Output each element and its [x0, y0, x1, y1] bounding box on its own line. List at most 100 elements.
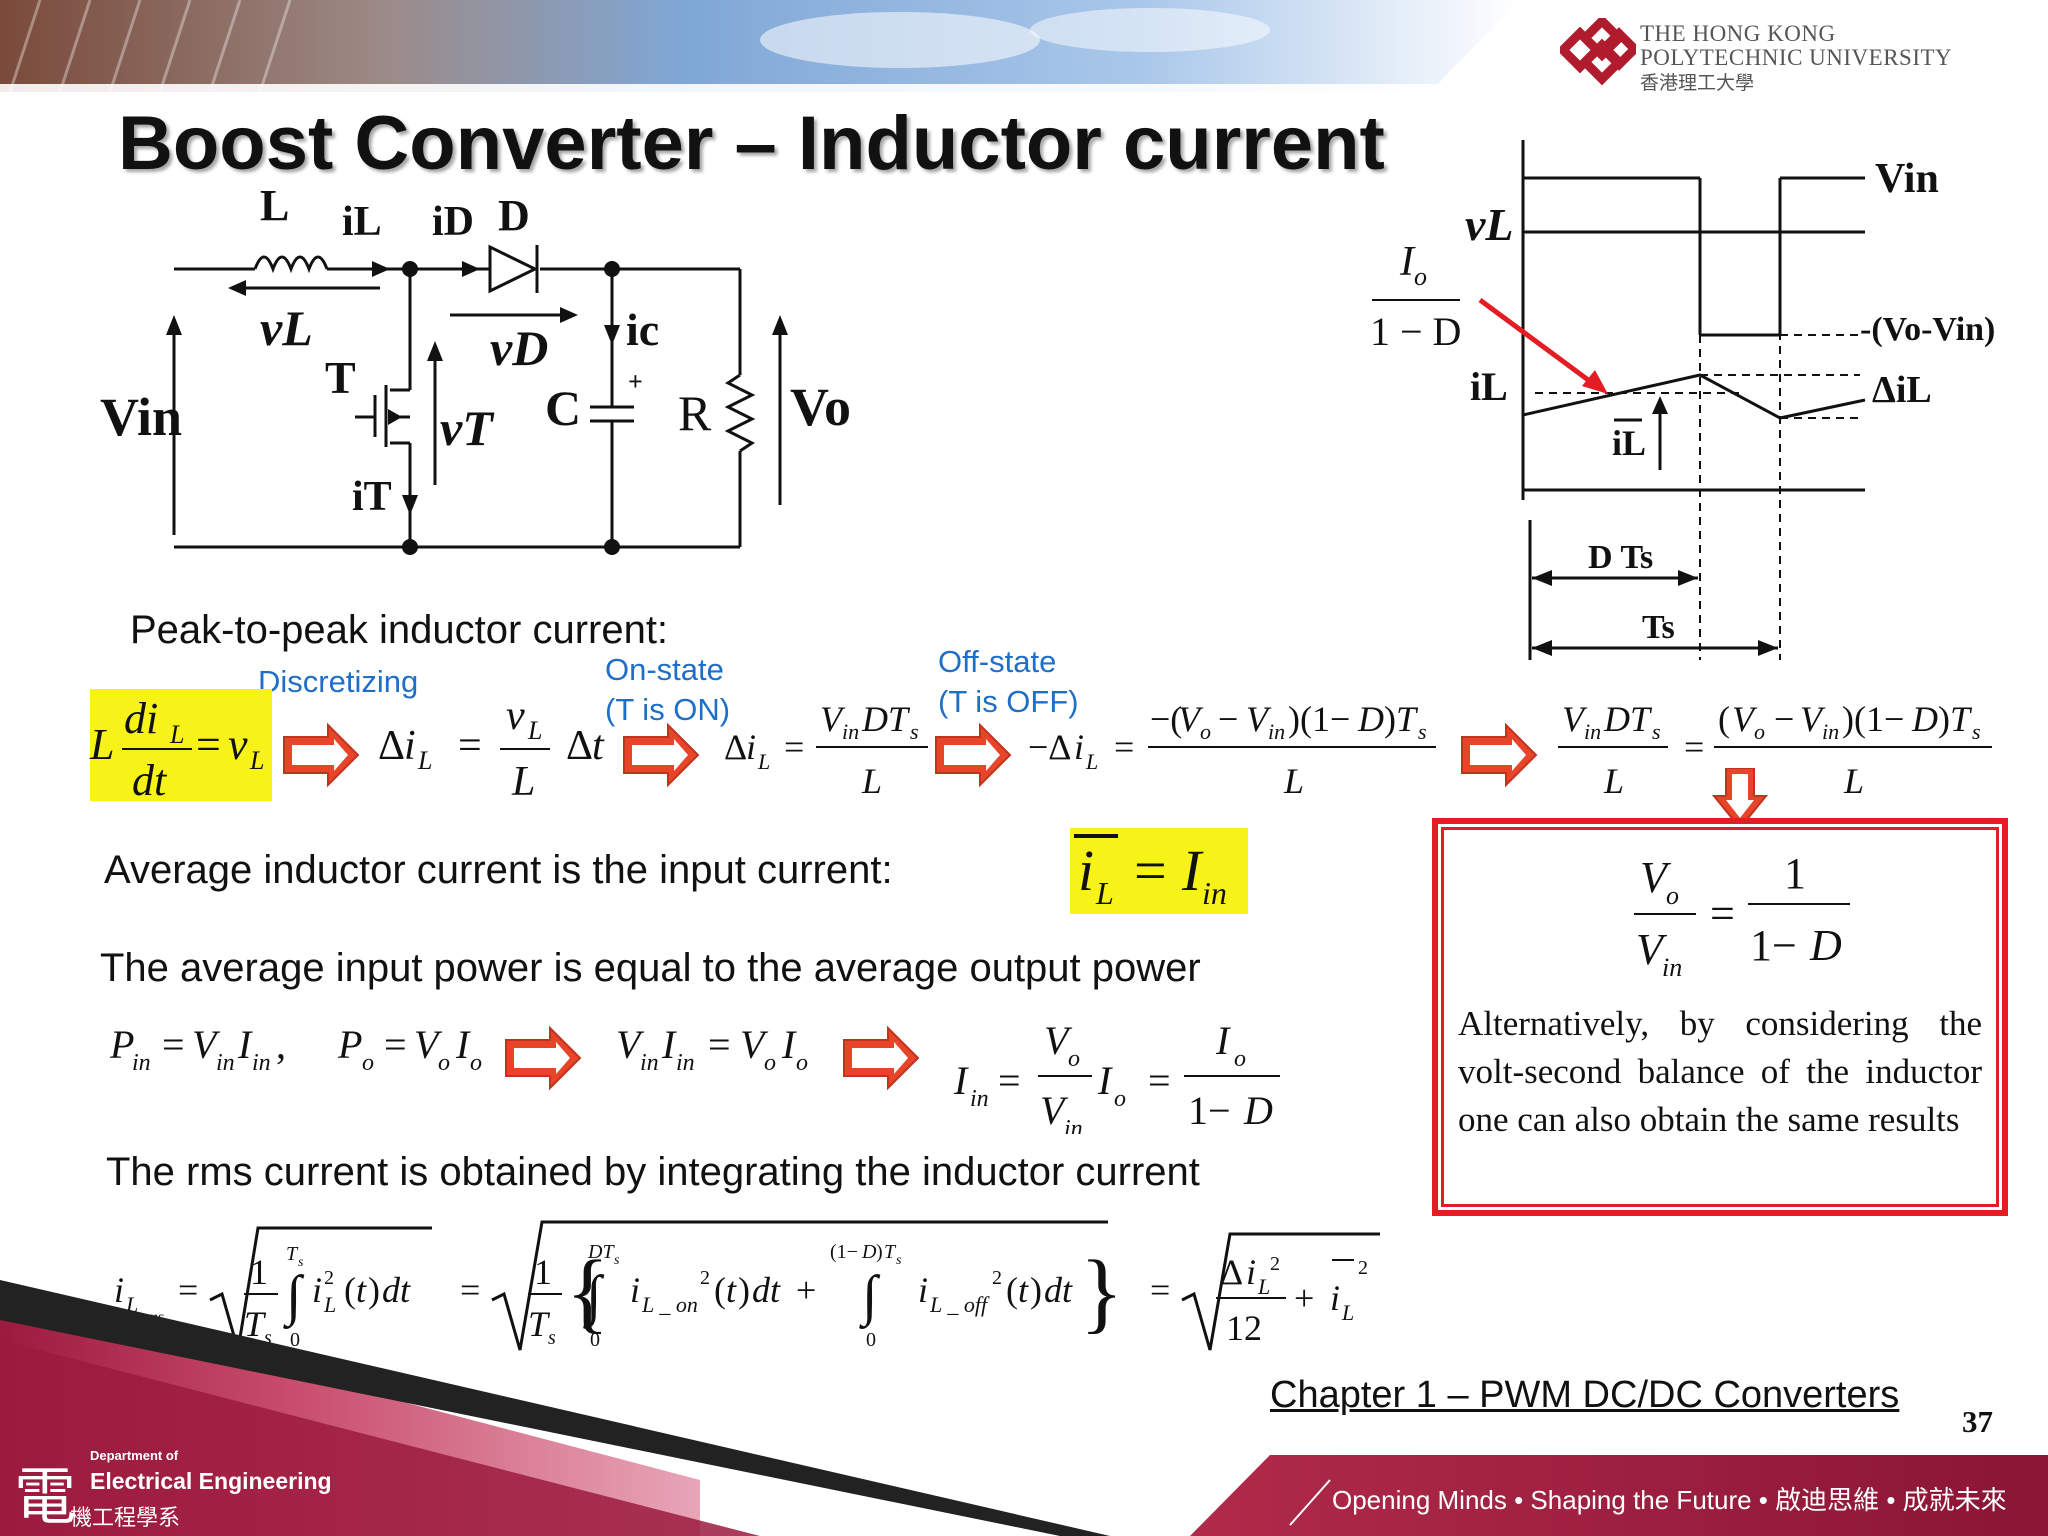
rms-current-heading: The rms current is obtained by integrati…: [106, 1150, 1200, 1194]
wf-label-vL: vL: [1465, 199, 1514, 250]
label-Vo: Vo: [790, 377, 851, 437]
svg-text:t: t: [726, 1270, 737, 1310]
wf-label-iL-avg: iL: [1612, 423, 1646, 463]
svg-text:(1−: (1−: [830, 1241, 858, 1263]
svg-text:}: }: [1080, 1243, 1123, 1342]
svg-text:I: I: [781, 1022, 797, 1067]
wf-io-num: I: [1399, 239, 1416, 285]
svg-text:v: v: [228, 720, 248, 769]
svg-text:2: 2: [1358, 1257, 1368, 1279]
svg-text:=: =: [384, 1022, 407, 1067]
svg-text:Δ: Δ: [1220, 1252, 1243, 1292]
svg-text:L: L: [527, 716, 542, 745]
svg-text:T: T: [286, 1243, 299, 1265]
svg-text:in: in: [676, 1050, 695, 1076]
wf-label-iL: iL: [1470, 364, 1508, 409]
svg-text:0: 0: [866, 1329, 876, 1351]
boost-circuit-diagram: L iL iD D vL vD ic T vT iT C R Vin Vo +: [100, 185, 851, 555]
svg-text:=: =: [1134, 838, 1167, 903]
svg-text:DT: DT: [587, 1241, 615, 1263]
svg-text:T: T: [1950, 699, 1973, 739]
svg-text:i: i: [1330, 1278, 1340, 1318]
label-vT: vT: [440, 400, 495, 456]
page-number: 37: [1962, 1404, 1993, 1439]
svg-text:): ): [1384, 699, 1396, 739]
svg-text:(: (: [1006, 1270, 1018, 1310]
svg-text:o: o: [1754, 719, 1765, 744]
svg-text:I: I: [953, 1058, 969, 1103]
svg-text:=: =: [1710, 889, 1735, 938]
svg-text:−: −: [1774, 699, 1794, 739]
svg-text:o: o: [796, 1050, 808, 1076]
waveform-diagram: Io 1 − D Vin vL -(Vo-Vin) iL iL ΔiL D Ts…: [1370, 140, 1995, 660]
svg-text:s: s: [614, 1253, 620, 1268]
svg-text:dt: dt: [752, 1270, 781, 1310]
svg-text:T: T: [244, 1304, 267, 1344]
wf-io-sub: o: [1414, 262, 1427, 291]
svg-text:s: s: [548, 1327, 556, 1349]
svg-text:i: i: [1074, 727, 1084, 767]
svg-text:): ): [368, 1270, 380, 1310]
university-logo: THE HONG KONG POLYTECHNIC UNIVERSITY 香港理…: [1556, 14, 2030, 98]
svg-text:−(: −(: [1150, 699, 1182, 739]
dept-name-cn: 機工程學系: [70, 1506, 181, 1531]
svg-text:s: s: [910, 719, 919, 744]
svg-text:2: 2: [1270, 1253, 1280, 1275]
svg-text:DT: DT: [861, 699, 911, 739]
university-name: THE HONG KONG POLYTECHNIC UNIVERSITY: [1640, 21, 1953, 70]
svg-text:2: 2: [324, 1267, 334, 1289]
svg-text:): ): [1030, 1270, 1042, 1310]
label-L: L: [260, 185, 289, 230]
svg-text:L: L: [1095, 875, 1114, 911]
wf-label-Ts: Ts: [1642, 609, 1675, 646]
svg-text:L: L: [757, 749, 770, 774]
svg-text:V: V: [820, 699, 846, 739]
svg-text:t: t: [356, 1270, 367, 1310]
svg-text:=: =: [178, 1270, 198, 1310]
svg-text:V: V: [1640, 853, 1672, 902]
down-arrow-icon: [1712, 768, 1768, 830]
svg-text:I: I: [661, 1022, 677, 1067]
svg-text:V: V: [192, 1022, 221, 1067]
svg-text:T: T: [528, 1304, 551, 1344]
svg-text:i: i: [312, 1270, 322, 1310]
dept-small-label: Department of: [90, 1448, 179, 1463]
average-current-heading: Average inductor current is the input cu…: [104, 848, 893, 892]
wf-label-delta-iL: ΔiL: [1872, 369, 1932, 411]
svg-text:V: V: [1732, 699, 1758, 739]
svg-text:I: I: [1181, 838, 1204, 903]
wf-label-neg: -(Vo-Vin): [1860, 311, 1995, 348]
svg-text:L: L: [1341, 1300, 1354, 1325]
svg-text:in: in: [216, 1050, 235, 1076]
svg-text:I: I: [237, 1022, 253, 1067]
svg-text:+: +: [796, 1270, 816, 1310]
svg-text:=: =: [458, 723, 482, 769]
svg-text:t: t: [592, 723, 605, 769]
svg-text:L: L: [511, 759, 535, 805]
svg-text:o: o: [1200, 719, 1211, 744]
svg-text:L _ on: L _ on: [641, 1292, 698, 1317]
svg-text:{: {: [566, 1243, 609, 1342]
svg-text:=: =: [196, 720, 221, 769]
svg-text:in: in: [1822, 719, 1839, 744]
svg-text:+: +: [1294, 1278, 1314, 1318]
svg-text:V: V: [616, 1022, 645, 1067]
svg-text:P: P: [109, 1022, 134, 1067]
wf-label-DTs: D Ts: [1588, 539, 1653, 576]
svg-text:o: o: [764, 1050, 776, 1076]
svg-text:V: V: [414, 1022, 443, 1067]
svg-text:V: V: [740, 1022, 769, 1067]
svg-text:V: V: [1636, 925, 1668, 974]
svg-text:=: =: [708, 1022, 731, 1067]
svg-text:in: in: [132, 1050, 151, 1076]
svg-text:=: =: [998, 1058, 1021, 1103]
svg-text:L: L: [1283, 761, 1304, 801]
footer-motto: Opening Minds • Shaping the Future • 啟迪思…: [1332, 1485, 2007, 1515]
svg-text:s: s: [1418, 719, 1427, 744]
svg-text:(: (: [714, 1270, 726, 1310]
svg-text:=: =: [1150, 1270, 1170, 1310]
svg-text:−Δ: −Δ: [1028, 727, 1071, 767]
svg-text:P: P: [337, 1022, 362, 1067]
